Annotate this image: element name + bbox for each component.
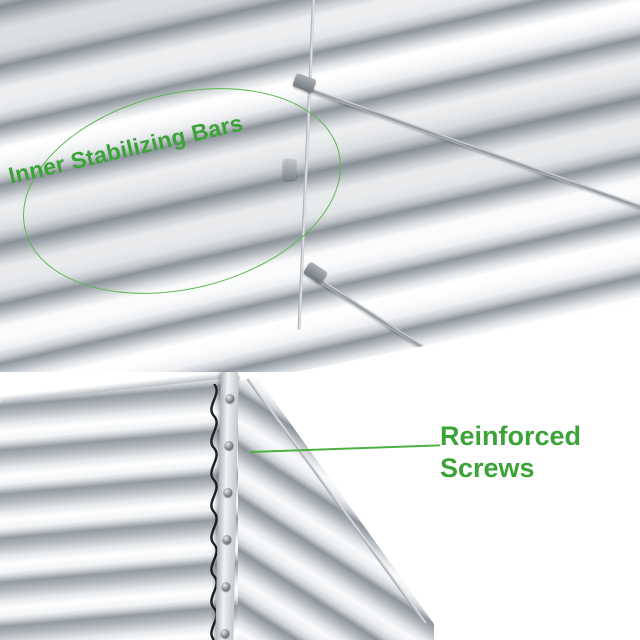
screw-head bbox=[221, 534, 232, 545]
panel-gap-squiggle-line bbox=[210, 384, 218, 640]
corrugated-panel-photo bbox=[0, 0, 640, 432]
corrugated-face-left bbox=[0, 376, 240, 640]
screw-head bbox=[223, 440, 233, 451]
screw-head bbox=[222, 487, 232, 498]
screw-head bbox=[220, 581, 231, 592]
panel-bolt-fitting bbox=[283, 159, 296, 180]
reinforced-screws-label: Reinforced Screws bbox=[440, 421, 582, 484]
screw-closeup-photo bbox=[0, 372, 434, 640]
screw-head bbox=[219, 628, 230, 639]
screw-head bbox=[224, 393, 234, 404]
corrugated-face-right bbox=[238, 378, 434, 640]
